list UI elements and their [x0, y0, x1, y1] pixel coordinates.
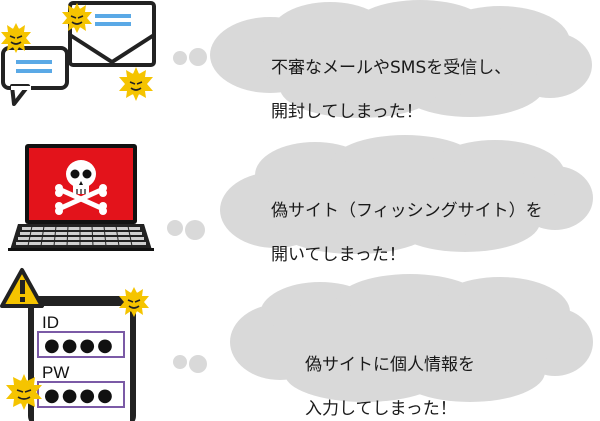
- message-line-2: 開いてしまった！: [271, 245, 406, 265]
- mail-sms-illustration: [1, 1, 156, 106]
- panel-phishing-site: 偽サイト（フィッシングサイト）を 開いてしまった！: [0, 130, 600, 265]
- message-line-1: 偽サイト（フィッシングサイト）を: [271, 201, 543, 221]
- devil-face-icon: [119, 67, 153, 101]
- thought-cloud: [173, 274, 593, 402]
- message-line-1: 偽サイトに個人情報を: [305, 355, 475, 375]
- devil-face-icon: [1, 23, 31, 53]
- chat-bubble-icon: [1, 46, 69, 106]
- devil-face-icon: [62, 3, 92, 33]
- phone-illustration: [0, 268, 149, 421]
- smartphone-icon: [28, 296, 136, 421]
- id-label: ID: [42, 313, 59, 332]
- message-text: 偽サイト（フィッシングサイト）を 開いてしまった！: [271, 178, 543, 266]
- message-line-1: 不審なメールやSMSを受信し、: [271, 58, 512, 78]
- thought-cloud: [173, 0, 592, 118]
- message-line-2: 入力してしまった！: [305, 399, 457, 419]
- warning-icon: [0, 268, 44, 308]
- panel-personal-info-entered: ID ●●●● PW ●●●● 偽サイトに個人情報を 入力してしまった！: [0, 262, 600, 421]
- message-text: 偽サイトに個人情報を 入力してしまった！: [305, 332, 475, 420]
- pw-label: PW: [42, 363, 70, 382]
- thought-cloud: [167, 135, 593, 254]
- panel-suspicious-mail: 不審なメールやSMSを受信し、 開封してしまった！: [0, 0, 600, 130]
- skull-crossbones-icon: [55, 160, 107, 215]
- message-line-2: 開封してしまった！: [271, 102, 423, 122]
- id-field-value: ●●●●: [44, 335, 115, 356]
- devil-face-icon: [6, 374, 42, 410]
- devil-face-icon: [119, 287, 149, 317]
- message-text: 不審なメールやSMSを受信し、 開封してしまった！: [271, 35, 511, 123]
- laptop-icon: [8, 144, 154, 251]
- envelope-icon: [68, 1, 156, 67]
- pw-field-value: ●●●●: [44, 385, 115, 406]
